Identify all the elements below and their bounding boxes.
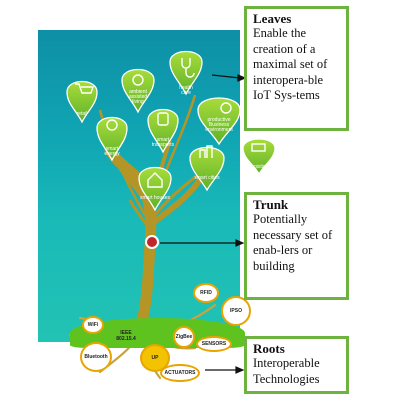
trunk-badge [145, 235, 159, 249]
trunk-box-body: Potentially necessary set of enab-lers o… [253, 212, 333, 273]
truck-icon [251, 143, 266, 152]
leaf-label-health-care: health care [179, 85, 193, 96]
leaf-productive-business [197, 97, 241, 146]
leaf-label-retail: retail [76, 111, 88, 117]
leaf-label-logistics: logistics [250, 164, 268, 170]
leaf-ambient-assisted-living [121, 68, 155, 114]
leaf-label-smart-cities: smart cities [194, 175, 220, 181]
wheelchair-icon [132, 74, 144, 86]
root-rfid: RFID [193, 283, 219, 303]
roots-annotation-box: Roots Interoperable Technologies [244, 336, 349, 394]
root-bluetooth: Bluetooth [80, 342, 112, 372]
leaf-label-productive-business: productive Business environment [205, 117, 233, 133]
leaf-label-smart-houses: smart houses [140, 195, 171, 201]
root-wifi: WiFi [82, 316, 104, 334]
cart-icon [75, 83, 94, 94]
leaves-annotation-box: Leaves Enable the creation of a maximal … [244, 6, 349, 131]
tree-trunk [98, 94, 217, 336]
roots-box-title: Roots [253, 341, 285, 356]
root-sensors: SENSORS [196, 336, 232, 352]
city-icon [199, 145, 213, 158]
train-icon [157, 112, 169, 126]
stethoscope-icon [181, 58, 195, 78]
root-zigbee: ZigBee [173, 326, 195, 348]
connector-arrows [160, 74, 247, 374]
trunk-box-title: Trunk [253, 197, 289, 212]
root-ipso: IPSO [221, 296, 251, 326]
leaf-label-ambient-assisted-living: ambient assisted living [128, 89, 148, 105]
leaf-smart-houses [138, 166, 172, 212]
leaves-box-body: Enable the creation of a maximal set of … [253, 26, 328, 102]
roots-box-body: Interoperable Technologies [253, 356, 320, 386]
leaf-label-smart-energy: smart energy [104, 146, 120, 157]
trunk-annotation-box: Trunk Potentially necessary set of enab-… [244, 192, 349, 300]
leaf-smart-energy [96, 116, 128, 162]
house-icon [147, 172, 163, 188]
root-actuators: ACTUATORS [160, 364, 200, 382]
leaves-box-title: Leaves [253, 11, 292, 26]
gear-icon [220, 102, 232, 114]
leaf-smart-transports [147, 108, 179, 154]
sun-icon [106, 119, 118, 131]
root-ieee-802154: IEEE 802.15.4 [116, 330, 136, 342]
leaf-retail [66, 80, 98, 124]
leaf-label-smart-transports: smart transports [151, 137, 175, 148]
leaf-logistics [242, 138, 276, 176]
